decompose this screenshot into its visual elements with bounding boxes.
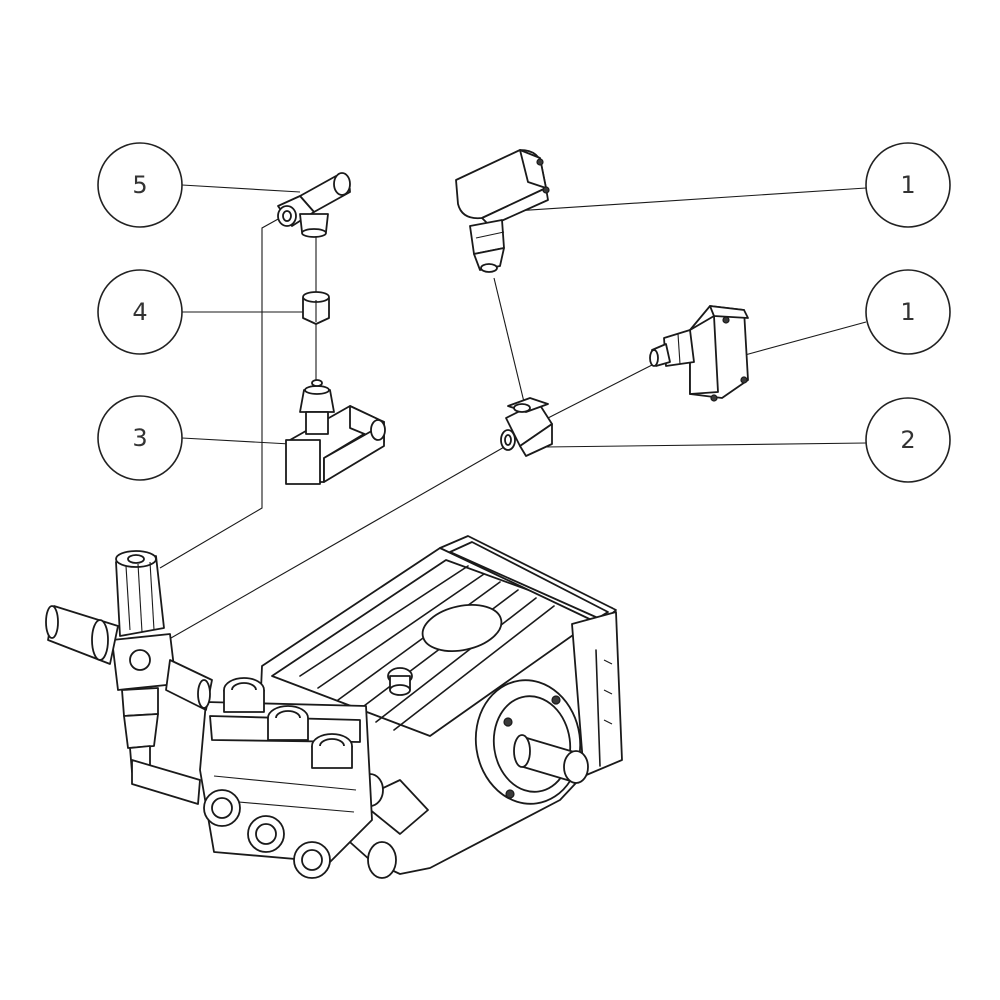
callout-4: 4	[97, 269, 183, 355]
callout-1-top: 1	[865, 142, 951, 228]
part-pressure-switch-right	[649, 305, 749, 402]
callout-1-top-label: 1	[900, 171, 915, 199]
callout-2: 2	[865, 397, 951, 483]
callout-5: 5	[97, 142, 183, 228]
part-nipple	[302, 291, 330, 325]
part-pressure-switch-top	[455, 149, 550, 273]
part-pressure-switch-3	[285, 379, 386, 485]
callout-2-label: 2	[900, 426, 915, 454]
part-tee-fitting	[500, 397, 553, 457]
pump-assembly	[199, 535, 623, 879]
bottom-plugs	[203, 789, 331, 879]
valve-caps	[223, 677, 353, 769]
callout-1-right: 1	[865, 269, 951, 355]
callout-3-label: 3	[132, 424, 147, 452]
callout-4-label: 4	[132, 298, 147, 326]
callout-3: 3	[97, 395, 183, 481]
callout-1-right-label: 1	[900, 298, 915, 326]
part-elbow-fitting	[277, 172, 351, 238]
leader-lines	[159, 184, 867, 643]
callout-5-label: 5	[132, 171, 147, 199]
unloader-valve	[45, 550, 213, 805]
